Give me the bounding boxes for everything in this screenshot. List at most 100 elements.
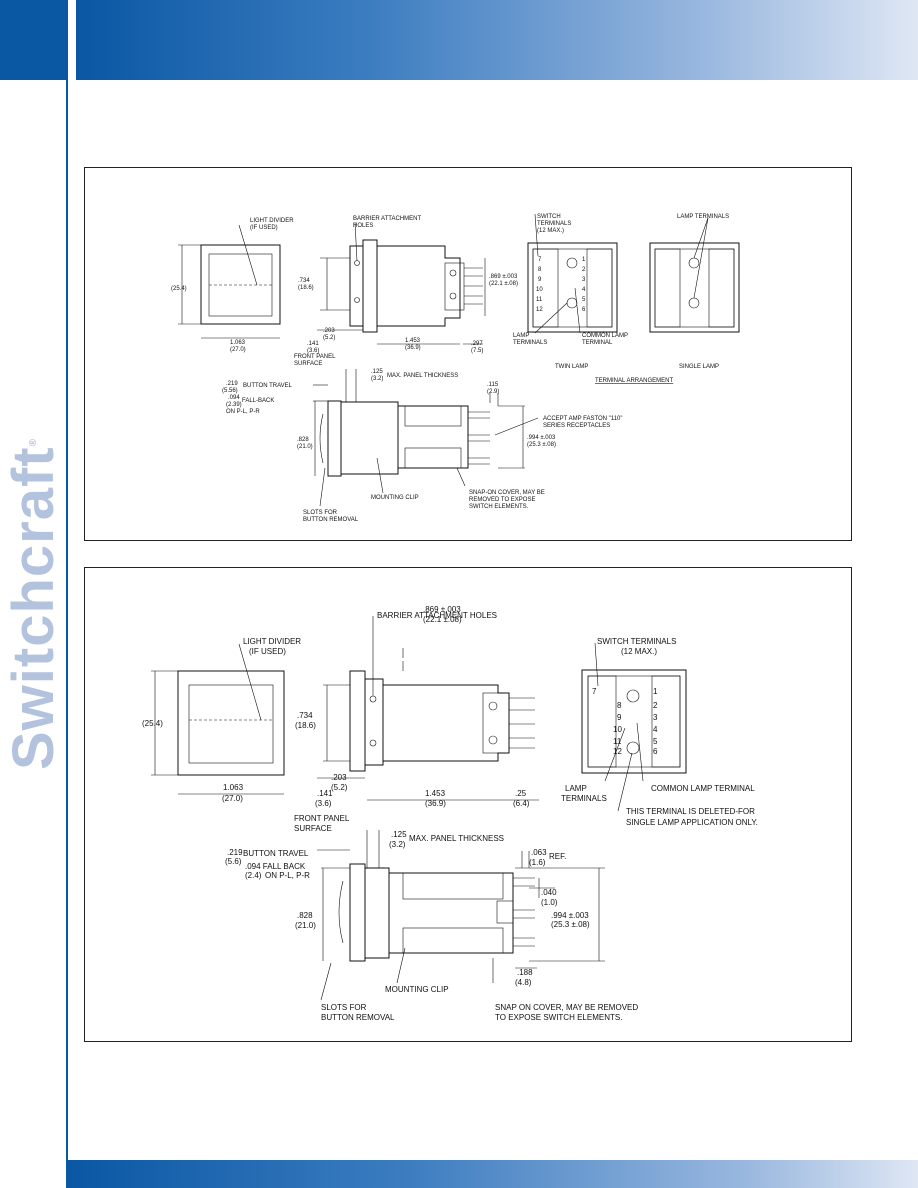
front-panel-2b: SURFACE xyxy=(294,824,332,833)
single-lamp-label: SINGLE LAMP xyxy=(679,364,719,370)
light-divider-label-1b: (IF USED) xyxy=(250,225,278,231)
fall-back-1c: FALL-BACK xyxy=(242,398,274,404)
button-travel-2b: (5.6) xyxy=(225,857,242,866)
max-panel-2: MAX. PANEL THICKNESS xyxy=(409,834,504,843)
dim-994-2a: .994 ±.003 xyxy=(551,911,589,920)
dim-063-2a: .063 xyxy=(531,848,547,857)
button-travel-2c: BUTTON TRAVEL xyxy=(243,849,309,858)
dim-828-2a: .828 xyxy=(297,911,313,920)
dim-203-2b: (5.2) xyxy=(331,783,348,792)
svg-text:1: 1 xyxy=(582,257,586,263)
dim-1453-1a: 1.453 xyxy=(405,338,421,344)
svg-text:3: 3 xyxy=(653,713,658,722)
drawing-2-svg: LIGHT DIVIDER (IF USED) (25.4) 1.063 (27… xyxy=(142,605,758,1022)
dim-063-2b: (1.6) xyxy=(529,858,546,867)
dim-1453-1b: (36.9) xyxy=(405,345,421,351)
dim-828-1b: (21.0) xyxy=(297,444,313,450)
terminal-numbers-2: 7 8 9 10 11 12 1 2 3 4 5 6 xyxy=(592,687,658,756)
svg-text:9: 9 xyxy=(617,713,622,722)
front-view-2 xyxy=(151,643,285,795)
light-divider-label-2a: LIGHT DIVIDER xyxy=(243,637,301,646)
svg-text:2: 2 xyxy=(653,701,658,710)
dim-254-2: (25.4) xyxy=(142,719,163,728)
dim-1453-2b: (36.9) xyxy=(425,799,446,808)
dim-297-1b: (7.5) xyxy=(471,348,483,354)
terminal-view-2 xyxy=(581,642,687,812)
lamp-terminals-2a: LAMP xyxy=(565,784,587,793)
svg-text:7: 7 xyxy=(538,257,542,263)
bottom-side-view-1 xyxy=(313,369,539,507)
svg-text:5: 5 xyxy=(653,737,658,746)
switch-terminals-2b: (12 MAX.) xyxy=(621,647,657,656)
front-panel-1a: FRONT PANEL xyxy=(294,354,336,360)
dim-869-2b: (22.1 ±.08) xyxy=(423,615,462,624)
dim-203-1b: (5.2) xyxy=(323,335,335,341)
light-divider-label-2b: (IF USED) xyxy=(249,647,286,656)
drawing-panel-2: LIGHT DIVIDER (IF USED) (25.4) 1.063 (27… xyxy=(84,567,852,1042)
light-divider-label-1a: LIGHT DIVIDER xyxy=(250,218,294,224)
switch-terminals-1a: SWITCH xyxy=(537,214,561,220)
svg-text:5: 5 xyxy=(582,297,586,303)
svg-text:2: 2 xyxy=(582,267,586,273)
lamp-terminals-top-1: LAMP TERMINALS xyxy=(677,214,729,220)
svg-text:6: 6 xyxy=(582,307,586,313)
footer-gradient-bar xyxy=(68,1160,918,1188)
dim-734-1a: .734 xyxy=(298,278,310,284)
terminal-numbers-1: 7 8 9 10 11 12 1 2 3 4 5 6 xyxy=(536,257,586,313)
dim-141-2b: (3.6) xyxy=(315,799,332,808)
dim-125-1a: .125 xyxy=(371,369,383,375)
dim-25-2a: .25 xyxy=(515,789,527,798)
dim-734-2a: .734 xyxy=(297,711,313,720)
dim-1063-2b: (27.0) xyxy=(222,794,243,803)
max-panel-1: MAX. PANEL THICKNESS xyxy=(387,373,458,379)
dim-828-2b: (21.0) xyxy=(295,921,316,930)
lamp-terminals-2b: TERMINALS xyxy=(561,794,607,803)
snap-on-1c: SWITCH ELEMENTS. xyxy=(469,504,529,510)
dim-994-1a: .994 ±.003 xyxy=(527,435,556,441)
button-travel-2a: .219 xyxy=(227,848,243,857)
single-lamp-terminal-view-1 xyxy=(649,217,740,333)
button-travel-1b: (5.56) xyxy=(222,388,238,394)
dim-734-1b: (18.6) xyxy=(298,285,314,291)
dim-125-2a: .125 xyxy=(391,830,407,839)
fall-back-2a: .094 FALL BACK xyxy=(245,862,306,871)
dim-869-1a: .869 ±.003 xyxy=(489,274,518,280)
fall-back-2b: (2.4) xyxy=(245,871,262,880)
common-lamp-2: COMMON LAMP TERMINAL xyxy=(651,784,755,793)
dim-125-1b: (3.2) xyxy=(371,376,383,382)
svg-text:11: 11 xyxy=(613,737,622,746)
mounting-clip-1: MOUNTING CLIP xyxy=(371,495,419,501)
bottom-side-view-2 xyxy=(317,830,605,1001)
button-travel-1c: BUTTON TRAVEL xyxy=(243,383,293,389)
slots-1a: SLOTS FOR xyxy=(303,510,338,516)
dim-141-2a: .141 xyxy=(317,789,333,798)
dim-1063-2a: 1.063 xyxy=(223,783,244,792)
twin-lamp-terminal-view-1 xyxy=(527,213,618,334)
fall-back-2c: ON P-L, P-R xyxy=(265,871,310,880)
dim-254-1: (25.4) xyxy=(171,286,187,292)
slots-2a: SLOTS FOR xyxy=(321,1003,367,1012)
deleted-2a: THIS TERMINAL IS DELETED-FOR xyxy=(626,807,755,816)
svg-text:4: 4 xyxy=(653,725,658,734)
dim-141-1b: (3.6) xyxy=(307,348,319,354)
switch-terminals-1c: (12 MAX.) xyxy=(537,228,564,234)
dim-115-1a: .115 xyxy=(487,382,499,388)
svg-text:1: 1 xyxy=(653,687,658,696)
fall-back-1a: .094 xyxy=(228,395,240,401)
switch-terminals-1b: TERMINALS xyxy=(537,221,571,227)
barrier-label-1b: HOLES xyxy=(353,223,373,229)
accept-amp-1a: ACCEPT AMP FASTON "110" xyxy=(543,416,623,422)
barrier-label-1a: BARRIER ATTACHMENT xyxy=(353,216,421,222)
fall-back-1d: ON P-L, P-R xyxy=(226,409,260,415)
dim-994-1b: (25.3 ±.08) xyxy=(527,442,556,448)
dim-188-2a: .188 xyxy=(517,968,533,977)
slots-2b: BUTTON REMOVAL xyxy=(321,1013,395,1022)
dim-115-1b: (2.9) xyxy=(487,389,499,395)
dim-1063-1a: 1.063 xyxy=(230,340,246,346)
front-panel-2a: FRONT PANEL xyxy=(294,814,350,823)
dim-828-1a: .828 xyxy=(297,437,309,443)
dim-734-2b: (18.6) xyxy=(295,721,316,730)
dim-25-2b: (6.4) xyxy=(513,799,530,808)
common-lamp-1a: COMMON LAMP xyxy=(582,333,628,339)
svg-text:10: 10 xyxy=(536,287,543,293)
